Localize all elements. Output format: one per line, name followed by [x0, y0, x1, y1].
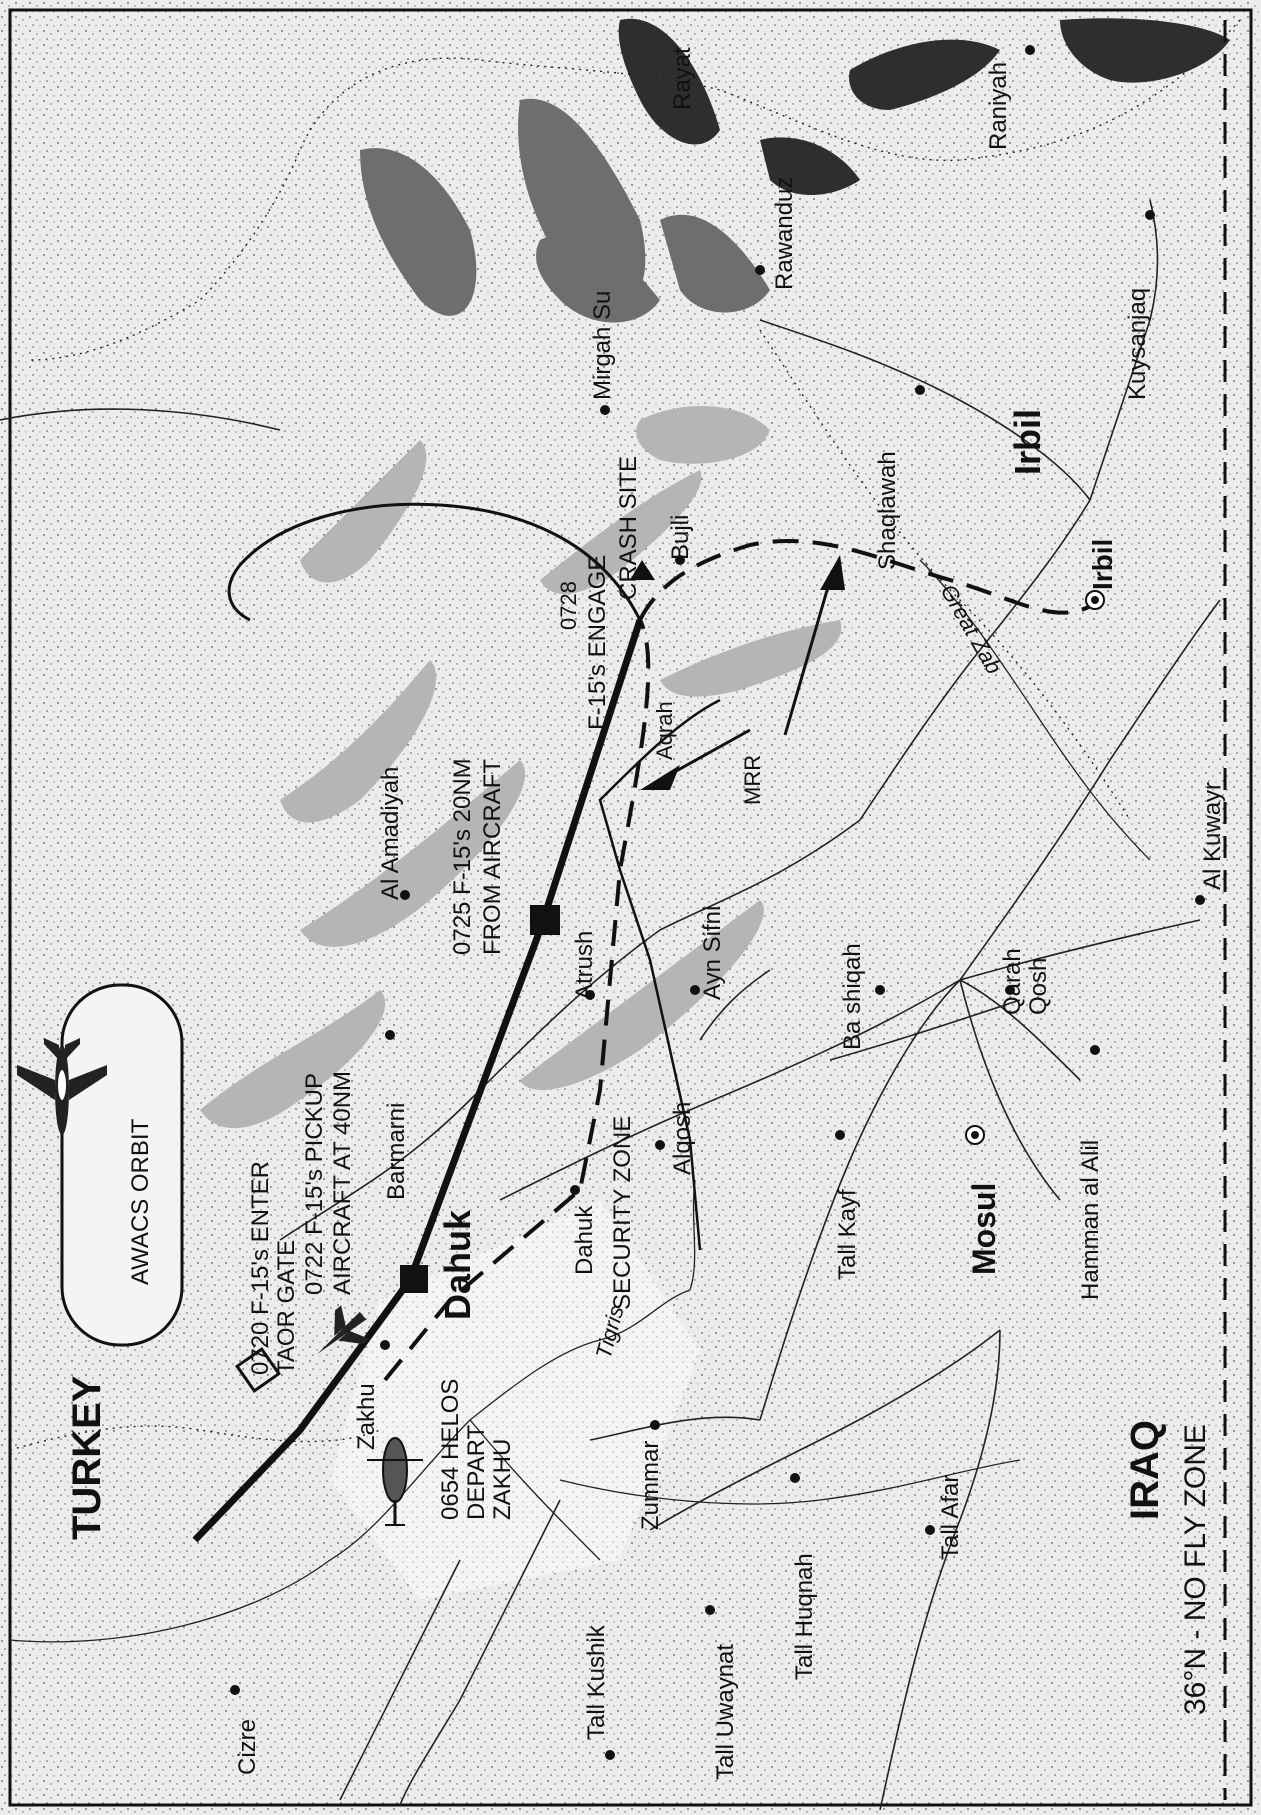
label-mirgah-su: Mirgah Su	[589, 291, 616, 400]
town-dots	[230, 45, 1205, 1760]
label-helos-l1: 0654 HELOS	[437, 1379, 464, 1520]
map-frame	[8, 8, 1253, 1807]
mountain-ridges-dark	[360, 98, 770, 323]
arrow-head-2	[820, 555, 845, 590]
label-twenty-nm-l2: FROM AIRCRAFT	[479, 759, 506, 955]
helicopter-icon	[367, 1437, 423, 1526]
label-shaqlawah: Shaqlawah	[874, 451, 901, 570]
label-barmarni: Barmarni	[383, 1103, 410, 1200]
label-raniyah: Raniyah	[985, 62, 1012, 150]
label-dahuk: Dahuk	[571, 1205, 598, 1275]
label-engage-time: 0728	[556, 581, 581, 630]
security-zone-boundary	[598, 698, 721, 1251]
label-tall-afar: Tall Afar	[937, 1475, 964, 1560]
label-region-dahuk: Dahuk	[437, 1209, 478, 1320]
road-network	[0, 199, 1221, 1811]
label-pickup-l2: AIRCRAFT AT 40NM	[329, 1071, 356, 1295]
label-crash-site: CRASH SITE	[615, 456, 642, 600]
label-tall-huqnah: Tall Huqnah	[791, 1553, 818, 1680]
label-al-kuwayr: Al Kuwayr	[1199, 782, 1226, 890]
great-zab-river	[919, 559, 1151, 861]
label-twenty-nm-l1: 0725 F-15's 20NM	[449, 758, 476, 955]
label-alqosh: Alqosh	[669, 1102, 696, 1175]
pickup-marker	[400, 1265, 428, 1293]
label-pickup-l1: 0722 F-15's PICKUP	[301, 1073, 328, 1295]
label-taor-gate-l2: TAOR GATE	[273, 1240, 300, 1375]
awacs-plane-icon	[17, 1038, 107, 1135]
mrr-arrow-head	[640, 765, 680, 790]
label-aqrah: Aqrah	[652, 701, 677, 760]
mountain-ridges-light	[200, 406, 842, 1129]
label-cizre: Cizre	[234, 1719, 261, 1775]
label-security-zone: SECURITY ZONE	[609, 1116, 636, 1310]
label-region-irbil: Irbil	[1007, 409, 1048, 475]
label-qarah: Qarah	[999, 948, 1026, 1015]
label-irbil-city: Irbil	[1087, 539, 1118, 590]
border-west	[9, 1425, 381, 1451]
label-qosh: Qosh	[1025, 958, 1052, 1015]
river-khazir	[559, 1459, 1021, 1505]
label-helos-l3: ZAKHU	[489, 1439, 516, 1520]
label-engage: F-15's ENGAGE	[584, 555, 611, 730]
arrow-line-2	[783, 579, 832, 736]
label-bujli: Bujli	[667, 515, 694, 560]
helicopter-path-east	[638, 538, 1102, 621]
label-no-fly-zone: 36°N - NO FLY ZONE	[1179, 1424, 1212, 1715]
security-border	[759, 329, 1131, 821]
mountain-peaks	[618, 18, 1230, 195]
label-hamman-al-alil: Hamman al Alil	[1077, 1140, 1104, 1300]
border-north	[29, 19, 1241, 361]
label-iraq: IRAQ	[1123, 1420, 1167, 1520]
engage-turn-arc	[227, 502, 642, 622]
taor-gate-marker	[235, 1347, 281, 1393]
label-mosul: Mosul	[966, 1183, 1002, 1275]
crash-site-marker	[630, 560, 655, 580]
label-awacs-orbit: AWACS ORBIT	[127, 1118, 154, 1285]
tigris-river	[9, 1289, 691, 1643]
label-tall-uwaynat: Tall Uwaynat	[712, 1644, 739, 1780]
label-kuysanjaq: Kuysanjaq	[1124, 288, 1151, 400]
lowland-area	[330, 1200, 700, 1600]
label-al-amadiyah: Al Amadiyah	[377, 767, 404, 900]
label-turkey: TURKEY	[65, 1375, 109, 1540]
label-bashiqah: Ba shiqah	[839, 943, 866, 1050]
tigris-branch	[469, 1419, 601, 1561]
label-mrr: MRR	[740, 755, 765, 805]
label-taor-gate-l1: 0720 F-15's ENTER	[247, 1161, 274, 1375]
label-ayn-sifni: Ayn Sifni	[699, 906, 726, 1000]
label-rawanduz: Rawanduz	[771, 177, 798, 290]
helicopter-path	[383, 619, 651, 1382]
label-zakhu: Zakhu	[353, 1383, 380, 1450]
label-tall-kushik: Tall Kushik	[583, 1624, 610, 1740]
label-atrush: Atrush	[571, 931, 598, 1000]
twenty-nm-marker	[530, 905, 560, 935]
label-rayat: Rayat	[669, 47, 696, 110]
label-helos-l2: DEPART	[463, 1425, 490, 1520]
label-zummar: Zummar	[637, 1441, 664, 1530]
city-markers	[965, 590, 1105, 1145]
f15-jet-icon	[317, 1305, 370, 1355]
labels: TURKEY IRAQ 36°N - NO FLY ZONE AWACS ORB…	[65, 47, 1226, 1780]
label-tall-kayf: Tall Kayf	[834, 1189, 861, 1280]
